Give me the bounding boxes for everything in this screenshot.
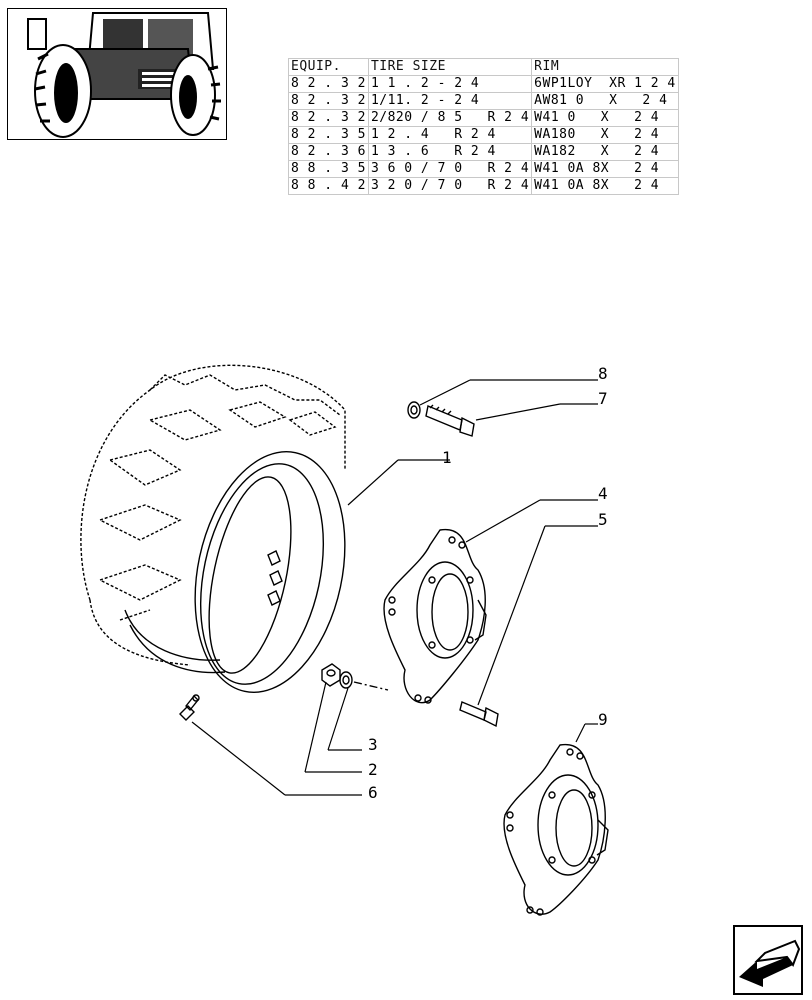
washer-8 [407,401,421,419]
table-row: 8 2 . 3 6 1 3 . 6 R 2 4 WA182 X 2 4 [288,143,679,161]
tire-size-cell: 2/820 / 8 5 R 2 4 [367,109,533,127]
rim-cell: W41 0A 8X 2 4 [531,177,679,195]
tractor-thumbnail [7,8,227,140]
rim-cell: AW81 0 X 2 4 [531,92,679,110]
tire-outline [80,364,346,666]
table-row: 8 8 . 4 2 3 2 0 / 7 0 R 2 4 W41 0A 8X 2 … [288,177,679,195]
equip-cell: 8 2 . 3 2 [288,75,369,93]
valve-6 [179,694,200,721]
washer-3 [339,671,353,689]
tire-size-cell: 1 3 . 6 R 2 4 [367,143,533,161]
callout-8: 8 [598,364,608,383]
rim-cell: WA180 X 2 4 [531,126,679,144]
tire-rim-table: EQUIP. TIRE SIZE RIM 8 2 . 3 2 1 1 . 2 -… [288,58,679,195]
tire-size-cell: 3 2 0 / 7 0 R 2 4 [367,177,533,195]
wheel-disc-9 [503,743,609,916]
callout-9: 9 [598,710,608,729]
bolt-5 [459,701,499,728]
bolt-7 [425,404,475,437]
tire-size-cell: 1/11. 2 - 2 4 [367,92,533,110]
previous-page-arrow-icon[interactable] [733,925,803,995]
table-header-row: EQUIP. TIRE SIZE RIM [288,58,679,76]
callout-4: 4 [598,484,608,503]
rim-cell: WA182 X 2 4 [531,143,679,161]
table-row: 8 2 . 3 2 1 1 . 2 - 2 4 6WP1LOY XR 1 2 4 [288,75,679,93]
table-row: 8 2 . 3 2 2/820 / 8 5 R 2 4 W41 0 X 2 4 [288,109,679,127]
callout-7: 7 [598,389,608,408]
header-tire-size: TIRE SIZE [367,58,533,76]
callout-2: 2 [368,760,378,779]
callout-5: 5 [598,510,608,529]
leader-lines [191,379,598,796]
callout-6: 6 [368,783,378,802]
table-row: 8 8 . 3 5 3 6 0 / 7 0 R 2 4 W41 0A 8X 2 … [288,160,679,178]
rim-1 [124,451,346,693]
callout-3: 3 [368,735,378,754]
header-equip: EQUIP. [288,58,369,76]
equip-cell: 8 8 . 3 5 [288,160,369,178]
rim-cell: 6WP1LOY XR 1 2 4 [531,75,679,93]
nut-2 [321,663,341,687]
callout-1: 1 [442,448,452,467]
tire-size-cell: 1 1 . 2 - 2 4 [367,75,533,93]
wheel-disc-4 [383,528,487,704]
